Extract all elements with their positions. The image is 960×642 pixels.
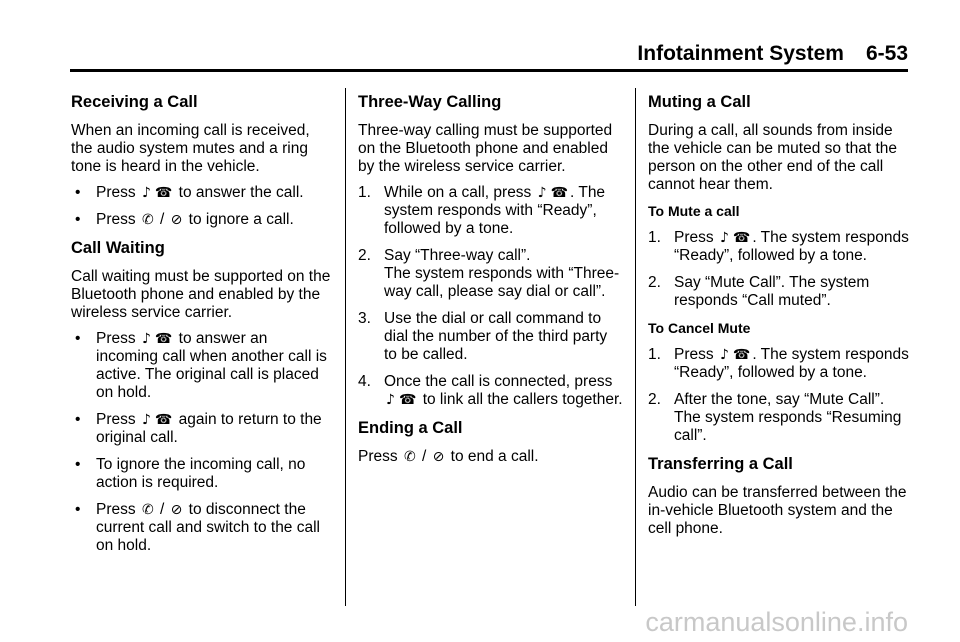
list-item: •Press ✆ / ⊘ to ignore a call. xyxy=(75,211,294,228)
subheading-to-cancel: To Cancel Mute xyxy=(648,320,751,336)
bullet-icon: • xyxy=(75,456,81,473)
header-title: Infotainment System 6-53 xyxy=(637,42,908,66)
bullet-icon: • xyxy=(75,330,81,347)
paragraph: When an incoming call is received, the a… xyxy=(71,122,310,175)
talk-icon: ♪ xyxy=(719,347,729,363)
phone-icon: ☎ xyxy=(732,230,751,246)
column-left: Receiving a Call When an incoming call i… xyxy=(71,92,333,564)
subheading-to-mute: To Mute a call xyxy=(648,203,740,219)
list-item: •Press ♪☎ again to return to the origina… xyxy=(75,411,322,446)
page-number: 6-53 xyxy=(865,42,908,65)
mute-icon: ⊘ xyxy=(432,449,445,465)
talk-icon: ♪ xyxy=(537,185,547,201)
talk-icon: ♪ xyxy=(141,331,151,347)
list-item: 2.Say “Mute Call”. The system responds “… xyxy=(648,274,870,309)
list-item: 1.While on a call, press ♪☎. The system … xyxy=(358,184,606,237)
paragraph: Audio can be transferred between the in-… xyxy=(648,484,907,537)
phone-icon: ☎ xyxy=(550,185,569,201)
list-item: 4.Once the call is connected, press ♪☎ t… xyxy=(358,373,623,408)
list-item: 2.After the tone, say “Mute Call”. The s… xyxy=(648,391,902,444)
heading-receiving-a-call: Receiving a Call xyxy=(71,93,198,111)
list-item: 1.Press ♪☎. The system responds “Ready”,… xyxy=(648,229,909,264)
column-divider xyxy=(635,88,636,606)
talk-icon: ♪ xyxy=(719,230,729,246)
column-middle: Three-Way Calling Three-way calling must… xyxy=(358,92,623,474)
list-item: •To ignore the incoming call, no action … xyxy=(75,456,306,491)
bullet-icon: • xyxy=(75,211,81,228)
watermark: carmanualsonline.info xyxy=(645,607,908,637)
heading-ending-a-call: Ending a Call xyxy=(358,419,463,437)
column-right: Muting a Call During a call, all sounds … xyxy=(648,92,910,546)
end-call-icon: ✆ xyxy=(141,502,154,518)
bullet-icon: • xyxy=(75,184,81,201)
phone-icon: ☎ xyxy=(398,392,417,408)
phone-icon: ☎ xyxy=(154,412,173,428)
phone-icon: ☎ xyxy=(154,185,173,201)
paragraph: Three-way calling must be supported on t… xyxy=(358,122,613,175)
mute-icon: ⊘ xyxy=(170,502,183,518)
list-item: 1.Press ♪☎. The system responds “Ready”,… xyxy=(648,346,909,381)
list-item: •Press ✆ / ⊘ to disconnect the current c… xyxy=(75,501,320,554)
paragraph: Press ✆ / ⊘ to end a call. xyxy=(358,448,539,465)
end-call-icon: ✆ xyxy=(141,212,154,228)
list-item: 2.Say “Three-way call”.The system respon… xyxy=(358,247,620,300)
paragraph: During a call, all sounds from inside th… xyxy=(648,122,898,193)
paragraph: Call waiting must be supported on the Bl… xyxy=(71,268,331,321)
column-divider xyxy=(345,88,346,606)
talk-icon: ♪ xyxy=(141,412,151,428)
list-item: 3.Use the dial or call command to dial t… xyxy=(358,310,608,363)
phone-icon: ☎ xyxy=(732,347,751,363)
heading-three-way-calling: Three-Way Calling xyxy=(358,93,502,111)
heading-muting-a-call: Muting a Call xyxy=(648,93,751,111)
end-call-icon: ✆ xyxy=(403,449,416,465)
list-item: •Press ♪☎ to answer an incoming call whe… xyxy=(75,330,327,401)
bullet-icon: • xyxy=(75,411,81,428)
header-rule xyxy=(70,69,908,72)
heading-call-waiting: Call Waiting xyxy=(71,239,165,257)
list-item: •Press ♪☎ to answer the call. xyxy=(75,184,304,201)
phone-icon: ☎ xyxy=(154,331,173,347)
bullet-icon: • xyxy=(75,501,81,518)
heading-transferring-a-call: Transferring a Call xyxy=(648,455,793,473)
talk-icon: ♪ xyxy=(141,185,151,201)
mute-icon: ⊘ xyxy=(170,212,183,228)
talk-icon: ♪ xyxy=(386,392,395,408)
section-title: Infotainment System xyxy=(637,42,844,65)
